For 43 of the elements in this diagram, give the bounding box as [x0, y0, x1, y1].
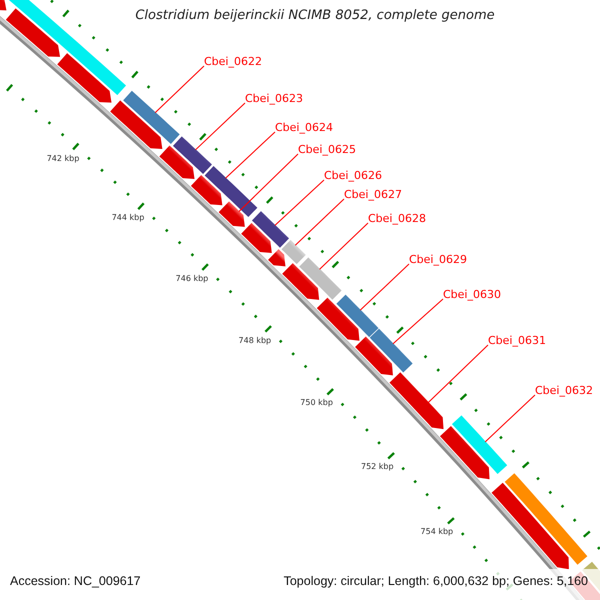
gene-feature — [218, 201, 245, 227]
gene-label: Cbei_0629 — [409, 253, 467, 266]
gene-block — [336, 294, 379, 338]
leader-line — [392, 298, 444, 344]
gene-label: Cbei_0625 — [298, 143, 356, 156]
gene-label: Cbei_0632 — [535, 384, 593, 397]
gene-label: Cbei_0630 — [443, 288, 501, 301]
scale-label: 752 kbp — [360, 462, 394, 472]
gene-label: Cbei_0622 — [204, 55, 262, 68]
scale-label: 746 kbp — [176, 274, 208, 284]
gene-label: Cbei_0627 — [344, 188, 402, 201]
scale-label: 744 kbp — [112, 213, 144, 222]
scale-label: 754 kbp — [420, 526, 454, 536]
leader-line — [294, 198, 344, 246]
leader-line — [428, 344, 488, 404]
gene-block — [204, 166, 258, 218]
scale-label: 748 kbp — [238, 336, 272, 345]
diagram-title: Clostridium beijerinckii NCIMB 8052, complete genome — [134, 8, 496, 23]
gene-block — [252, 211, 290, 248]
gene-block — [299, 257, 342, 300]
leader-line — [154, 66, 204, 114]
gene-block — [452, 415, 508, 474]
leader-line — [319, 222, 368, 270]
gene-block — [370, 328, 413, 372]
accession-text: Accession: NC_009617 — [10, 574, 141, 588]
gene-label: Cbei_0623 — [245, 92, 303, 105]
gene-label: Cbei_0626 — [324, 169, 382, 182]
gene-feature — [389, 372, 444, 430]
scale-label: 742 kbp — [46, 154, 80, 163]
leader-line — [225, 132, 276, 179]
leader-line — [238, 154, 298, 212]
gene-label: Cbei_0624 — [275, 121, 333, 134]
gene-label: Cbei_0628 — [368, 212, 426, 225]
leader-line — [360, 264, 410, 311]
gene-block — [281, 240, 306, 264]
leader-line — [484, 394, 536, 442]
leader-line — [274, 180, 324, 226]
gene-block — [172, 136, 212, 174]
genome-summary-text: Topology: circular; Length: 6,000,632 bp; Genes: 5,160 — [284, 574, 588, 588]
gene-label: Cbei_0631 — [488, 334, 546, 347]
leader-line — [195, 102, 246, 150]
scale-label: 750 kbp — [300, 398, 333, 408]
gene-block — [123, 90, 180, 144]
